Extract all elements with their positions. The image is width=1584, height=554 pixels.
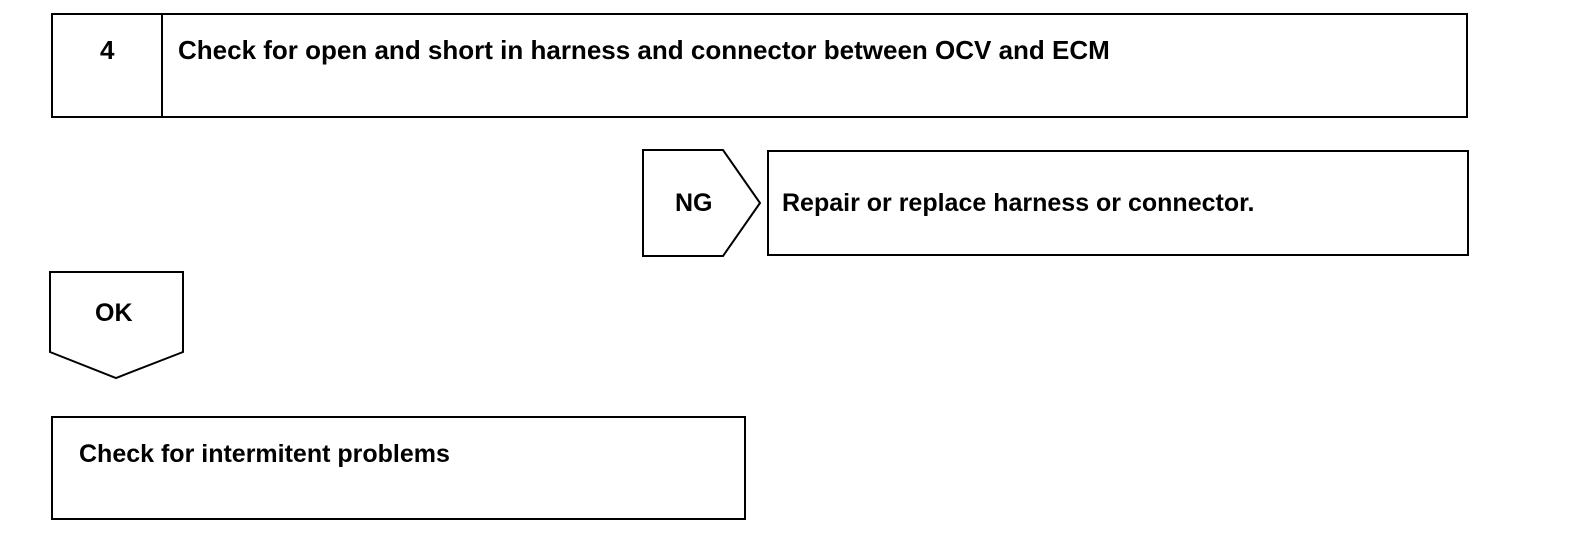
ok-action-box [51, 416, 746, 520]
step-box [51, 13, 1468, 118]
step-number-divider [161, 13, 163, 118]
ng-label: NG [675, 189, 713, 217]
step-title: Check for open and short in harness and … [178, 35, 1110, 65]
step-number: 4 [100, 35, 115, 65]
ok-action-text: Check for intermitent problems [79, 440, 450, 468]
ok-label: OK [95, 299, 133, 327]
ng-action-text: Repair or replace harness or connector. [782, 189, 1255, 217]
ng-action-box [767, 150, 1469, 256]
